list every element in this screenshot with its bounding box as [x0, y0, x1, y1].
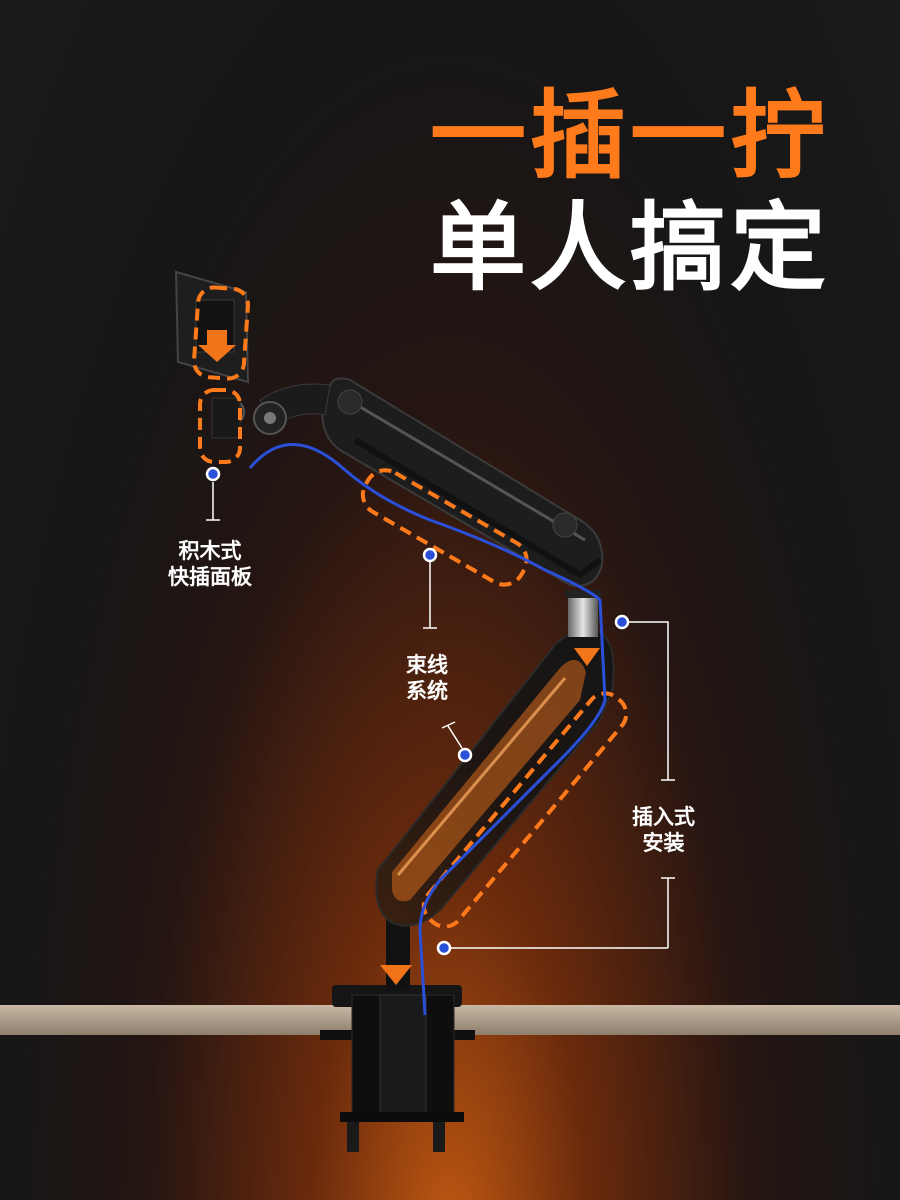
callout-quick-plate-line1: 积木式 [178, 539, 242, 563]
cable-channel-dashed-highlight [360, 468, 529, 587]
callout-cable-management: 束线 系统 [406, 652, 448, 704]
headline-line-2: 单人搞定 [430, 192, 830, 304]
callout-dots [205, 466, 630, 956]
lower-arm-dashed-highlight [421, 691, 629, 929]
desk-clamp [320, 985, 475, 1152]
vesa-dashed-highlight [191, 285, 251, 381]
callout-quick-plate: 积木式 快插面板 [168, 538, 252, 590]
chrome-joint [568, 595, 598, 637]
headline-line-1: 一插一拧 [430, 80, 830, 192]
callout-insert-install-line2: 安装 [642, 831, 685, 855]
tilt-head [211, 383, 331, 439]
cable-path [248, 443, 607, 1016]
callout-insert-install-line1: 插入式 [632, 805, 695, 829]
lower-arm [375, 629, 615, 927]
upper-arm [320, 377, 604, 587]
callout-quick-plate-line2: 快插面板 [168, 565, 252, 589]
callout-cable-management-line1: 束线 [406, 653, 448, 677]
arrow-icon [198, 330, 600, 985]
callout-insert-install: 插入式 安装 [632, 804, 695, 856]
head-dashed-highlight [198, 388, 242, 464]
callout-cable-management-line2: 系统 [406, 679, 448, 703]
